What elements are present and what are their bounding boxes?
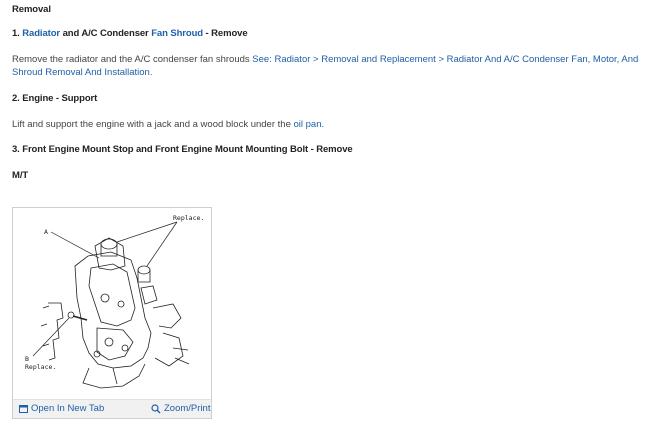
step-1-heading: 1. Radiator and A/C Condenser Fan Shroud… xyxy=(12,28,248,39)
step-2-description: Lift and support the engine with a jack … xyxy=(12,118,640,131)
step-1-tail-text: - Remove xyxy=(205,28,248,39)
figure-toolbar: Open In New Tab Zoom/Print xyxy=(13,399,211,418)
radiator-link[interactable]: Radiator xyxy=(22,28,61,39)
engine-mount-figure[interactable]: Replace. A B Replace. Open In New Tab Zo… xyxy=(12,207,212,419)
step-1-number: 1. xyxy=(12,28,20,39)
new-tab-icon xyxy=(19,404,28,413)
open-new-tab-label: Open In New Tab xyxy=(31,403,105,414)
zoom-print-label: Zoom/Print xyxy=(164,403,211,414)
oil-pan-link[interactable]: oil pan xyxy=(293,119,322,130)
step-1-description: Remove the radiator and the A/C condense… xyxy=(12,53,640,79)
mt-label: M/T xyxy=(12,170,29,181)
step-2-heading: 2. Engine - Support xyxy=(12,93,98,104)
step-2-plain-text: Lift and support the engine with a jack … xyxy=(12,119,291,130)
step-2-period: . xyxy=(321,119,325,130)
engine-mount-diagram: Replace. A B Replace. xyxy=(25,214,204,389)
step-1-plain-text: Remove the radiator and the A/C condense… xyxy=(12,54,250,65)
label-b: B xyxy=(25,355,29,363)
label-replace-bottom: Replace. xyxy=(25,363,56,371)
see-radiator-removal-link[interactable]: See: Radiator > Removal and Replacement … xyxy=(12,54,639,78)
magnifier-icon xyxy=(151,403,161,413)
step-1-mid-text: and A/C Condenser xyxy=(62,28,149,39)
label-a: A xyxy=(44,228,48,236)
label-replace-top: Replace. xyxy=(173,214,204,222)
step-3-heading: 3. Front Engine Mount Stop and Front Eng… xyxy=(12,144,353,155)
fan-shroud-link[interactable]: Fan Shroud xyxy=(151,28,203,39)
section-title-removal: Removal xyxy=(12,4,51,15)
open-new-tab-button[interactable]: Open In New Tab xyxy=(19,403,104,414)
zoom-print-button[interactable]: Zoom/Print xyxy=(151,403,210,414)
